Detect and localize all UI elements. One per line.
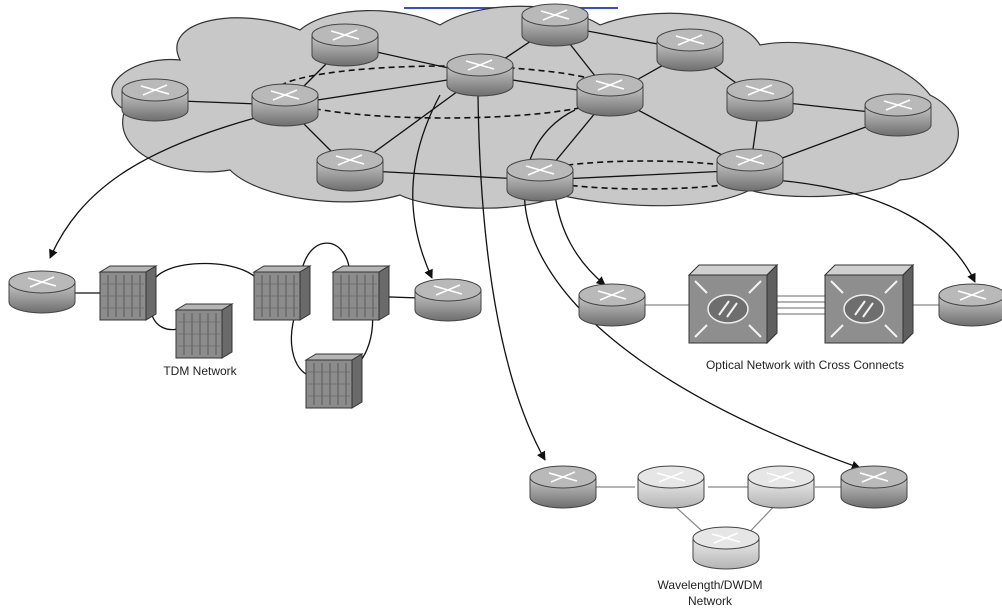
dwdm-network-label-line1: Wavelength/DWDM bbox=[657, 578, 763, 592]
dwdm-node-router bbox=[747, 465, 815, 509]
optical-edge-router-left bbox=[578, 283, 646, 327]
core-router bbox=[251, 83, 319, 127]
dwdm-edge-router-right bbox=[840, 465, 908, 509]
tdm-multiplexer bbox=[174, 303, 234, 359]
tdm-edge-router-left bbox=[8, 270, 76, 314]
core-router bbox=[311, 23, 379, 67]
optical-edge-router-right bbox=[938, 283, 1002, 327]
core-router bbox=[521, 3, 589, 47]
core-router bbox=[656, 28, 724, 72]
core-router bbox=[316, 148, 384, 192]
routers bbox=[8, 3, 1002, 570]
core-router bbox=[716, 148, 784, 192]
optical-cross-connect bbox=[687, 263, 779, 345]
mapping-arrows bbox=[49, 94, 976, 470]
core-router bbox=[121, 78, 189, 122]
core-router bbox=[506, 158, 574, 202]
tdm-network-label: TDM Network bbox=[163, 364, 237, 378]
dwdm-network-label-line2: Network bbox=[687, 594, 732, 608]
core-router bbox=[576, 73, 644, 117]
dwdm-node-router bbox=[637, 465, 705, 509]
optical-cross-connect bbox=[823, 263, 915, 345]
tdm-edge-router-right bbox=[414, 278, 482, 322]
core-router bbox=[446, 53, 514, 97]
dwdm-edge-router-left bbox=[529, 465, 597, 509]
tdm-multiplexer bbox=[98, 265, 158, 321]
optical-network-label: Optical Network with Cross Connects bbox=[705, 358, 905, 372]
tdm-multiplexer bbox=[304, 353, 364, 409]
core-router bbox=[864, 93, 932, 137]
tdm-multiplexer bbox=[252, 265, 312, 321]
optical-links bbox=[645, 295, 948, 315]
dwdm-node-router bbox=[692, 526, 760, 570]
core-router bbox=[726, 78, 794, 122]
devices bbox=[98, 263, 915, 409]
tdm-multiplexer bbox=[331, 265, 391, 321]
